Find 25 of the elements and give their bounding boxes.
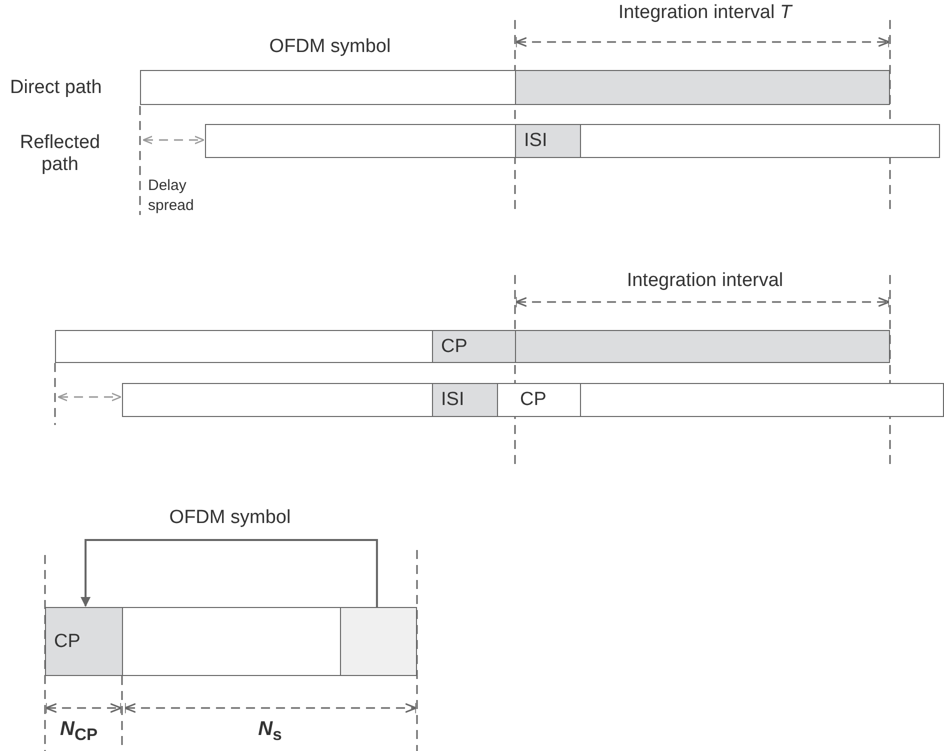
symbol-label: OFDM symbol bbox=[268, 36, 392, 58]
shaded-segment bbox=[340, 607, 417, 676]
dimension-label: N$_{CP}$ bbox=[60, 718, 99, 746]
signal-segment bbox=[55, 330, 433, 363]
shaded-segment: CP bbox=[45, 607, 123, 676]
signal-segment bbox=[580, 124, 940, 158]
dimension-label: Delay spread bbox=[148, 176, 195, 216]
dimension-label: N$_{s}$ bbox=[257, 718, 283, 746]
signal-segment bbox=[122, 383, 433, 417]
shaded-segment bbox=[515, 330, 890, 363]
signal-segment bbox=[140, 70, 516, 105]
shaded-segment: ISI bbox=[515, 124, 581, 158]
row-label: Direct path bbox=[10, 77, 103, 99]
shaded-segment: CP bbox=[432, 330, 516, 363]
interval-label: Integration interval bbox=[626, 270, 784, 292]
row-label: Reflected path bbox=[18, 132, 102, 176]
shaded-segment bbox=[515, 70, 890, 105]
symbol-label: OFDM symbol bbox=[168, 507, 292, 529]
interval-label: Integration interval T bbox=[617, 2, 794, 24]
arrow bbox=[80, 539, 378, 607]
signal-segment bbox=[580, 383, 944, 417]
shaded-segment: ISI bbox=[432, 383, 498, 417]
signal-segment bbox=[122, 607, 341, 676]
signal-segment bbox=[205, 124, 516, 158]
signal-segment: CP bbox=[497, 383, 581, 417]
